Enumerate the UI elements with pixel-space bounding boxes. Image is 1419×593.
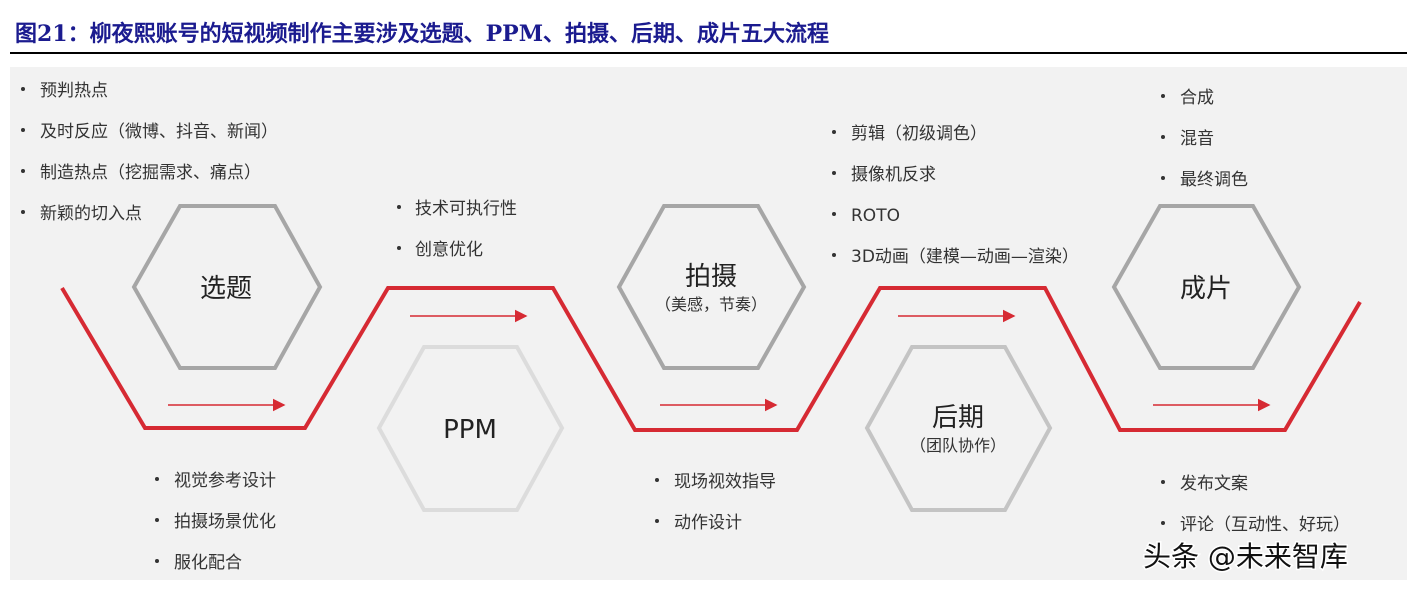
list-final-top: 合成 混音 最终调色 xyxy=(1161,88,1248,190)
stage-label-shoot: 拍摄 xyxy=(685,262,737,292)
list-item: 预判热点 xyxy=(40,81,108,101)
list-item: 发布文案 xyxy=(1180,474,1248,494)
list-item: 新颖的切入点 xyxy=(40,204,142,224)
list-item: 混音 xyxy=(1180,129,1214,149)
stage-label-post: 后期 xyxy=(932,403,984,433)
list-final-bottom: 发布文案 评论（互动性、好玩） xyxy=(1161,474,1350,535)
list-item: 创意优化 xyxy=(415,240,483,260)
list-shoot-bottom: 现场视效指导 动作设计 xyxy=(655,472,776,533)
list-item: 摄像机反求 xyxy=(851,165,936,185)
stage-label-final: 成片 xyxy=(1180,274,1232,304)
hexagon-post xyxy=(864,345,1053,512)
hexagon-topic xyxy=(131,204,323,370)
watermark: 头条 @未来智库 xyxy=(1143,540,1348,573)
list-item: ROTO xyxy=(851,206,900,226)
list-item: 服化配合 xyxy=(174,553,242,573)
list-item: 制造热点（挖掘需求、痛点） xyxy=(40,163,261,183)
diagram-panel xyxy=(10,67,1407,580)
list-item: 最终调色 xyxy=(1180,170,1248,190)
list-post-top: 剪辑（初级调色） 摄像机反求 ROTO 3D动画（建模—动画—渲染） xyxy=(832,124,1079,267)
hexagon-final xyxy=(1111,204,1302,370)
list-item: 剪辑（初级调色） xyxy=(851,124,987,144)
stage-sub-post: （团队协作） xyxy=(910,436,1006,455)
list-item: 3D动画（建模—动画—渲染） xyxy=(851,247,1079,267)
stage-label-topic: 选题 xyxy=(200,274,252,304)
list-ppm-top: 技术可执行性 创意优化 xyxy=(397,199,517,260)
list-item: 视觉参考设计 xyxy=(174,471,276,491)
list-topic-top: 预判热点 及时反应（微博、抖音、新闻） 制造热点（挖掘需求、痛点） 新颖的切入点 xyxy=(21,81,278,224)
list-item: 评论（互动性、好玩） xyxy=(1180,515,1350,535)
list-item: 合成 xyxy=(1180,88,1214,108)
list-item: 及时反应（微博、抖音、新闻） xyxy=(40,122,278,142)
list-topic-bottom: 视觉参考设计 拍摄场景优化 服化配合 xyxy=(155,471,276,573)
flow-line xyxy=(60,286,1362,432)
list-item: 动作设计 xyxy=(674,513,742,533)
hexagon-shoot xyxy=(616,204,807,370)
list-item: 技术可执行性 xyxy=(415,199,517,219)
figure-title: 图21：柳夜熙账号的短视频制作主要涉及选题、PPM、拍摄、后期、成片五大流程 xyxy=(15,21,830,47)
list-item: 拍摄场景优化 xyxy=(174,512,276,532)
stage-sub-shoot: （美感，节奏） xyxy=(655,295,767,314)
hexagon-ppm xyxy=(376,345,565,512)
title-divider xyxy=(10,52,1407,54)
stage-label-ppm: PPM xyxy=(443,415,497,445)
list-item: 现场视效指导 xyxy=(674,472,776,492)
